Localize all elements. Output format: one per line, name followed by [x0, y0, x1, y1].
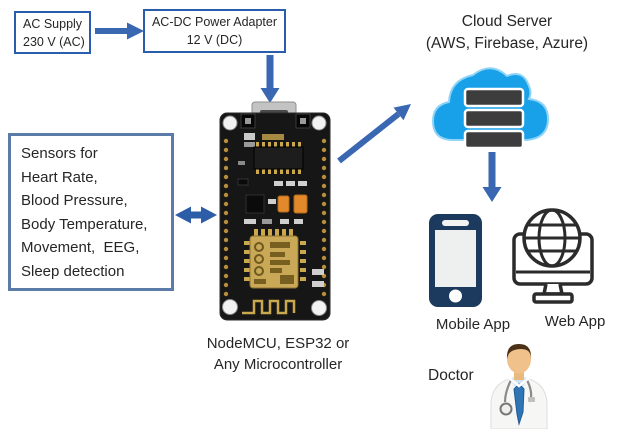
sensors-line6: Sleep detection — [21, 262, 125, 280]
microcontroller-line2: Any Microcontroller — [213, 356, 343, 373]
cloud-with-server-stack-icon — [431, 67, 550, 150]
sensors-line3: Blood Pressure, — [21, 192, 128, 209]
cloud-server-title: Cloud Server — [461, 13, 553, 30]
sensors-line2: Heart Rate, — [21, 168, 98, 186]
arrow-sensors-board-bidirectional — [175, 206, 217, 224]
microcontroller-line1: NodeMCU, ESP32 or — [206, 335, 350, 352]
sensors-line4: Body Temperature, — [21, 215, 148, 233]
smartphone-icon — [429, 214, 482, 307]
microcontroller-label: NodeMCU, ESP32 or Any Microcontroller — [178, 333, 378, 375]
cloud-server-subtitle: (AWS, Firebase, Azure) — [425, 35, 589, 52]
ac-supply-line1: AC Supply — [23, 17, 83, 31]
nodemcu-board-image — [219, 101, 331, 321]
ac-supply-box: AC Supply 230 V (AC) — [14, 11, 91, 54]
arrow-adapter-to-board — [260, 55, 280, 103]
doctor-avatar-icon — [490, 344, 548, 429]
globe-on-monitor-icon — [512, 208, 594, 304]
sensors-line5: Movement, EEG, — [21, 239, 140, 256]
arrow-board-to-cloud — [337, 104, 411, 164]
web-app-label: Web App — [544, 313, 606, 330]
cloud-server-label: Cloud Server (AWS, Firebase, Azure) — [407, 11, 607, 55]
sensors-box: Sensors for Heart Rate, Blood Pressure, … — [8, 133, 174, 291]
power-adapter-box: AC-DC Power Adapter 12 V (DC) — [143, 9, 286, 53]
globe-icon — [522, 208, 582, 268]
sensors-line1: Sensors for — [21, 145, 98, 162]
arrow-cloud-to-apps — [482, 152, 502, 202]
server-stack-icon — [463, 87, 525, 150]
power-adapter-line1: AC-DC Power Adapter — [151, 15, 278, 29]
power-adapter-line2: 12 V (DC) — [186, 33, 243, 47]
arrow-supply-to-adapter — [95, 22, 144, 40]
doctor-label: Doctor — [428, 367, 474, 384]
mobile-app-label: Mobile App — [435, 316, 511, 333]
ac-supply-line2: 230 V (AC) — [23, 35, 85, 49]
